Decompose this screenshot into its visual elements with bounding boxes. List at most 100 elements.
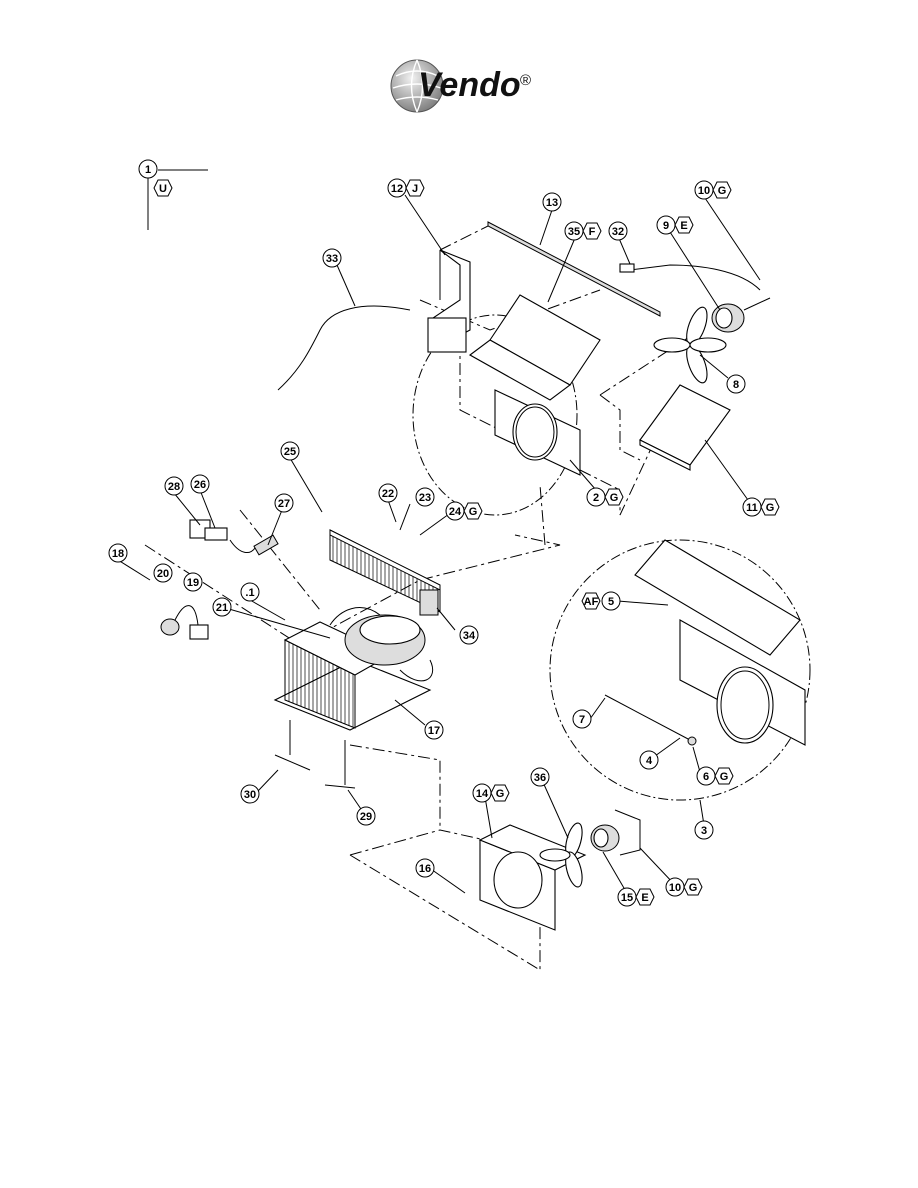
- callout-number: 36: [534, 772, 546, 784]
- callout-number: 6: [703, 771, 709, 783]
- callout-number: 24: [449, 506, 462, 518]
- callout-number: 9: [663, 220, 669, 232]
- callout-c3: 3: [694, 820, 714, 840]
- fan-motor-upper: [711, 297, 771, 333]
- callout-number: .1: [245, 587, 254, 599]
- callout-number: 25: [284, 446, 296, 458]
- callout-c26: 26: [190, 474, 210, 494]
- callout-hex: [712, 181, 732, 199]
- callout-number: 16: [419, 863, 431, 875]
- callout-c5: 5AF: [581, 591, 621, 611]
- detail-circle-large: [549, 539, 811, 801]
- callout-c13: 13: [542, 192, 562, 212]
- callout-c21: 21: [212, 597, 232, 617]
- callout-circle: [164, 476, 184, 496]
- callout-circle: [153, 563, 173, 583]
- callout-letter: G: [496, 788, 505, 800]
- callout-c22: 22: [378, 483, 398, 503]
- callout-circle: [608, 221, 628, 241]
- callout-circle: [274, 493, 294, 513]
- callout-number: 35: [568, 226, 580, 238]
- callout-hex: [582, 222, 602, 240]
- legend-callout: 1 U: [138, 159, 173, 197]
- callout-hex: [581, 592, 601, 610]
- callout-circle: [415, 858, 435, 878]
- callout-c20: 20: [153, 563, 173, 583]
- callout-number: 15: [621, 892, 633, 904]
- callout-number: 2: [593, 492, 599, 504]
- callout-c36: 36: [530, 767, 550, 787]
- callout-number: 28: [168, 481, 180, 493]
- registered-mark: ®: [520, 72, 532, 89]
- callout-number: 27: [278, 498, 290, 510]
- callout-number: 32: [612, 226, 624, 238]
- callout-letter: G: [720, 771, 729, 783]
- callout-circle: [572, 709, 592, 729]
- callout-c12: 12 J: [387, 178, 425, 198]
- callout-circle: [240, 784, 260, 804]
- callout-circle: [108, 543, 128, 563]
- callout-c1dot: .1: [240, 582, 260, 602]
- callout-hex: [635, 888, 655, 906]
- tubing: [277, 263, 761, 391]
- callout-circle: [280, 441, 300, 461]
- callout-number: 12: [391, 183, 403, 195]
- callout-number: 8: [733, 379, 739, 391]
- callout-circle: [530, 767, 550, 787]
- callout-c33: 33: [322, 248, 342, 268]
- detail-circle-small: [412, 314, 578, 516]
- callout-number: 29: [360, 811, 372, 823]
- callout-circle: [190, 474, 210, 494]
- callout-number: 22: [382, 488, 394, 500]
- callout-hex: [683, 878, 703, 896]
- callout-letter: J: [412, 183, 418, 195]
- callout-hex: [405, 179, 425, 197]
- callout-c7: 7: [572, 709, 592, 729]
- condenser-coil: [329, 529, 441, 616]
- callout-c19: 19: [183, 572, 203, 592]
- callout-number: 30: [244, 789, 256, 801]
- callout-letter: G: [766, 502, 775, 514]
- brand-name: Vendo: [418, 66, 521, 104]
- callout-c28: 28: [164, 476, 184, 496]
- callout-letter: G: [689, 882, 698, 894]
- callout-c25: 25: [280, 441, 300, 461]
- callout-circle: [459, 625, 479, 645]
- callout-number: 4: [646, 755, 653, 767]
- callout-c32: 32: [608, 221, 628, 241]
- legend-bracket: [147, 169, 208, 230]
- leader-lines: [117, 194, 761, 896]
- callout-circle: [639, 750, 659, 770]
- callout-letter: G: [469, 506, 478, 518]
- callout-c15: 15 E: [617, 887, 655, 907]
- callout-number: 33: [326, 253, 338, 265]
- callout-circle: [378, 483, 398, 503]
- callout-hex: [674, 216, 694, 234]
- callout-c30: 30: [240, 784, 260, 804]
- callout-circle: [726, 374, 746, 394]
- callout-hex: [463, 502, 483, 520]
- callout-circle: [424, 720, 444, 740]
- callout-number: 3: [701, 825, 707, 837]
- callout-c23: 23: [415, 487, 435, 507]
- callout-number: 10: [698, 185, 710, 197]
- callout-number: 21: [216, 602, 228, 614]
- callout-number: 20: [157, 568, 169, 580]
- callout-circle: [212, 597, 232, 617]
- callout-circle: [415, 487, 435, 507]
- callout-letter: F: [589, 226, 596, 238]
- callout-c4: 4: [639, 750, 659, 770]
- globe-icon: [390, 59, 444, 113]
- callout-letter: E: [641, 892, 648, 904]
- lower-fan-assembly: [478, 809, 641, 931]
- fan-shroud-part: [494, 389, 581, 476]
- callout-circle: [322, 248, 342, 268]
- shroud-part: [468, 294, 601, 401]
